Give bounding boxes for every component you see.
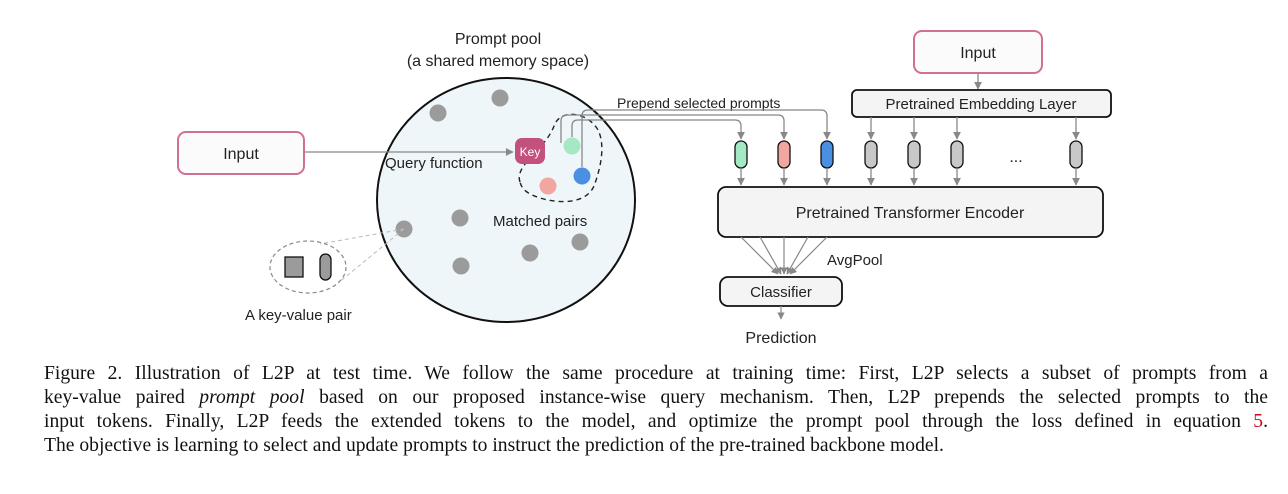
- matched-green-dot: [563, 137, 581, 155]
- route-red: [560, 114, 788, 143]
- pool-dot: [521, 244, 539, 262]
- caption-line-1: Figure 2. Illustration of L2P at test ti…: [44, 363, 1268, 384]
- pool-dot: [452, 257, 470, 275]
- embedding-layer-label: Pretrained Embedding Layer: [886, 96, 1077, 113]
- input-token: [950, 140, 964, 169]
- caption-text: .: [1263, 411, 1268, 432]
- key-value-pair-outline: [269, 240, 347, 294]
- prompt-token-blue: [820, 140, 834, 169]
- equation-ref-link[interactable]: 5: [1253, 411, 1264, 432]
- matched-pairs-outline: [518, 113, 603, 203]
- pool-arrow: [786, 236, 809, 275]
- pool-dot: [491, 89, 509, 107]
- key-value-pair-label: A key-value pair: [245, 307, 352, 324]
- key-box: [515, 138, 545, 164]
- caption-line-4: The objective is learning to select and …: [44, 435, 944, 456]
- prepend-label: Prepend selected prompts: [617, 95, 780, 111]
- left-input-label: Input: [223, 146, 259, 163]
- caption-line-2: key-value paired prompt pool based on ou…: [44, 386, 1268, 410]
- prompt-token-green: [734, 140, 748, 169]
- route-green: [571, 119, 745, 140]
- key-label: Key: [520, 145, 541, 159]
- matched-pairs-label: Matched pairs: [493, 213, 587, 230]
- caption-text: key-value paired: [44, 387, 185, 408]
- prompt-pool-title: Prompt pool: [455, 31, 541, 48]
- right-input-label: Input: [960, 45, 996, 62]
- key-square-icon: [284, 256, 304, 278]
- prompt-token-red: [777, 140, 791, 169]
- pool-dot: [571, 233, 589, 251]
- callout-line: [337, 228, 405, 284]
- pool-dot: [451, 209, 469, 227]
- input-token: [1069, 140, 1083, 169]
- pool-arrow: [740, 236, 779, 275]
- pool-dot: [429, 104, 447, 122]
- matched-red-dot: [539, 177, 557, 195]
- callout-line: [319, 228, 405, 245]
- encoder-label: Pretrained Transformer Encoder: [796, 205, 1025, 222]
- prompt-pool-subtitle: (a shared memory space): [407, 53, 589, 70]
- embedding-layer-box: [851, 89, 1112, 118]
- input-token: [864, 140, 878, 169]
- figure-caption: Figure 2. Illustration of L2P at test ti…: [44, 362, 1268, 458]
- caption-text: input tokens. Finally, L2P feeds the ext…: [44, 411, 1241, 432]
- caption-line-3: input tokens. Finally, L2P feeds the ext…: [44, 410, 1268, 434]
- pool-arrow: [759, 236, 782, 275]
- value-pill-icon: [319, 253, 332, 281]
- prediction-label: Prediction: [745, 330, 816, 347]
- classifier-label: Classifier: [750, 284, 812, 301]
- pool-arrow: [789, 236, 828, 275]
- token-ellipsis: ...: [1009, 149, 1022, 166]
- caption-emphasis: prompt pool: [199, 387, 305, 408]
- l2p-diagram: Prompt pool (a shared memory space) Key …: [177, 30, 1112, 347]
- encoder-box: [717, 186, 1104, 238]
- input-token: [907, 140, 921, 169]
- left-input-box: [177, 131, 305, 175]
- route-blue: [581, 109, 831, 167]
- caption-text: based on our proposed instance-wise quer…: [319, 387, 1268, 408]
- avgpool-label: AvgPool: [827, 252, 883, 269]
- query-function-label: Query function: [385, 155, 483, 172]
- matched-blue-dot: [573, 167, 591, 185]
